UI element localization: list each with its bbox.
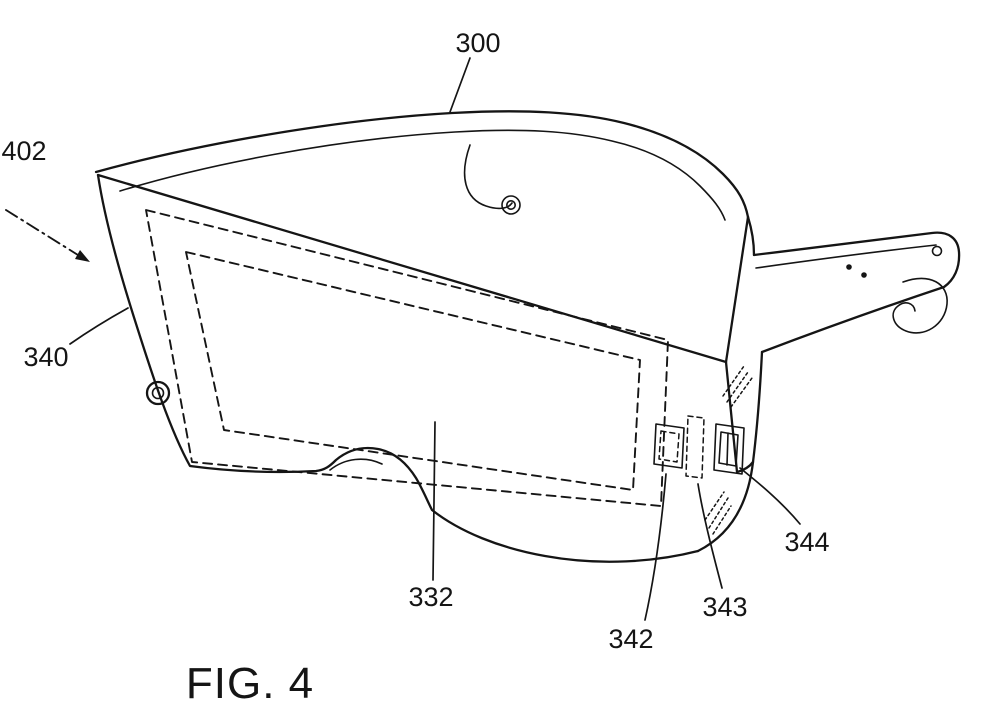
visor-right-corner-edge: [724, 215, 750, 364]
earbud-driver: [505, 200, 516, 211]
display-panel-dashed: [185, 251, 641, 491]
connector-342-body: [653, 423, 685, 469]
grille-hatch: [726, 371, 749, 403]
top-band: [94, 110, 750, 221]
camera-lens-outer: [145, 380, 171, 406]
band-outer-edge: [94, 110, 750, 219]
leader-line-332: [432, 421, 436, 581]
temple-outline: [752, 231, 961, 354]
temple-inner-line: [755, 244, 937, 269]
temple-dot: [846, 264, 852, 270]
leader-line-344: [739, 467, 801, 525]
ref-label-344: 344: [784, 527, 829, 557]
ref-label-300: 300: [455, 28, 500, 58]
visor-top-face-edge: [96, 173, 728, 364]
hinge-pin: [931, 245, 943, 257]
leader-line-340: [69, 307, 129, 345]
speaker-grille-bottom: [704, 491, 732, 535]
figure-caption: FIG. 4: [186, 659, 314, 708]
ref-label-402: 402: [1, 136, 46, 166]
leader-lines: [5, 57, 801, 621]
nose-bridge-inner-line: [329, 458, 383, 471]
hidden-bracket-dashed: [685, 415, 705, 479]
side-components: [653, 365, 753, 535]
headset-drawing: 300 402 340 332 342 343 344 FIG. 4: [1, 28, 961, 708]
camera-lens-inner: [151, 386, 165, 400]
display-hidden-lines: [145, 209, 705, 507]
grille-hatch: [708, 497, 729, 529]
port-344-inner: [718, 431, 739, 467]
display-pocket-dashed: [145, 209, 669, 507]
reference-numerals: 300 402 340 332 342 343 344: [1, 28, 829, 654]
speaker-grille-top: [722, 365, 753, 408]
front-visor: [96, 173, 764, 563]
grille-hatch: [730, 377, 753, 408]
port-344-body: [713, 423, 745, 475]
ref-label-343: 343: [702, 592, 747, 622]
grille-hatch: [704, 491, 725, 521]
band-inner-edge: [119, 129, 726, 221]
port-344-slot-line: [726, 432, 729, 466]
arrowhead-402: [75, 250, 90, 262]
earbud: [463, 144, 521, 215]
visor-right-face-edge: [724, 360, 755, 474]
visor-outer-right-contour: [696, 215, 764, 553]
grille-hatch: [722, 365, 745, 397]
grille-hatch: [712, 505, 732, 535]
ref-label-342: 342: [608, 624, 653, 654]
temple-dot: [861, 272, 867, 278]
leader-line-342: [644, 473, 667, 621]
ref-label-332: 332: [408, 582, 453, 612]
insertion-arrow-402: [5, 209, 79, 256]
leader-line-343: [697, 483, 723, 589]
temple-arm: [752, 231, 961, 354]
ear-hook: [892, 277, 948, 334]
ref-label-340: 340: [23, 342, 68, 372]
visor-left-bottom-outline: [96, 173, 700, 563]
leader-line-300: [449, 57, 471, 113]
connector-342-inner-dashed: [658, 430, 680, 463]
earbud-body: [501, 195, 521, 215]
